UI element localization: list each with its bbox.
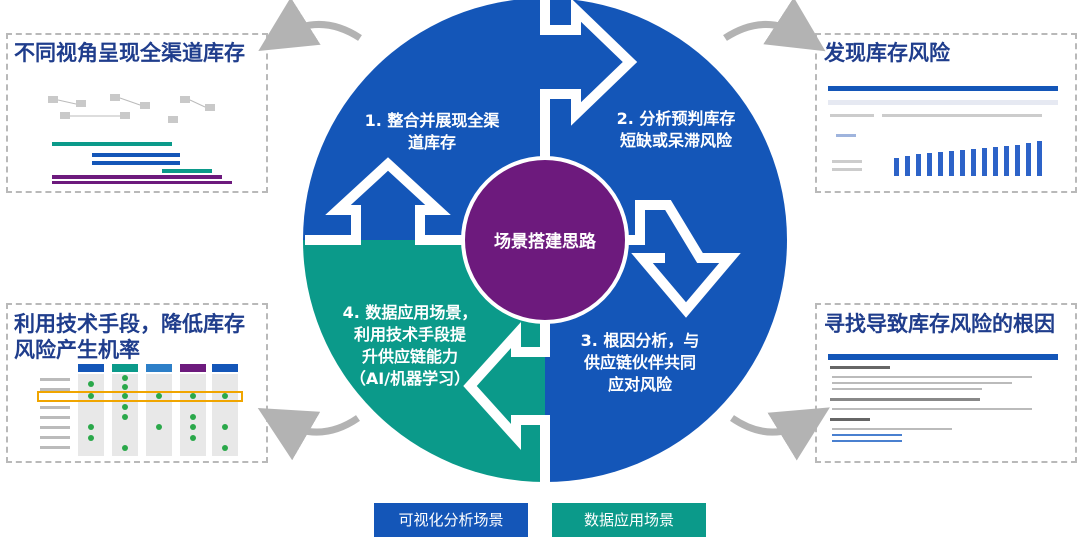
risk-dashboard-thumbnail <box>828 86 1068 186</box>
panel-title-top-right: 发现库存风险 <box>824 41 950 65</box>
ml-matrix-thumbnail <box>36 360 246 458</box>
panel-title-bottom-left-line2: 风险产生机率 <box>14 338 140 362</box>
quadrant-4-line-2: 利用技术手段提 <box>354 325 467 344</box>
divider-arrow-up <box>305 157 545 245</box>
connector-arrow-bottom-left <box>257 407 360 461</box>
quadrant-2-line-1: 2. 分析预判库存 <box>617 109 736 128</box>
center-circle <box>461 156 629 324</box>
quadrant-3-line-2: 供应链伙伴共同 <box>583 353 696 372</box>
quadrant-4-line-1: 4. 数据应用场景， <box>343 303 478 322</box>
divider-arrow-left <box>463 240 550 484</box>
quadrant-1-line-1: 1. 整合并展现全渠 <box>365 111 501 130</box>
center-label: 场景搭建思路 <box>494 231 597 252</box>
panel-top-left <box>6 33 268 193</box>
panel-title-bottom-left-line1: 利用技术手段，降低库存 <box>14 312 245 336</box>
quadrant-3-line-1: 3. 根因分析，与 <box>581 331 700 350</box>
quadrant-1-line-2: 道库存 <box>408 133 456 152</box>
divider-arrow-down <box>545 200 741 318</box>
quadrant-2-line-2: 短缺或呆滞风险 <box>620 131 733 150</box>
quadrant-4-line-3: 升供应链能力 <box>362 347 458 366</box>
quadrant-3-line-3: 应对风险 <box>608 375 673 394</box>
panel-title-top-left: 不同视角呈现全渠道库存 <box>14 41 245 65</box>
connector-arrow-top-left <box>258 0 362 51</box>
legend-visual-analysis: 可视化分析场景 <box>374 503 528 537</box>
legend-data-application: 数据应用场景 <box>552 503 706 537</box>
panel-top-right <box>815 33 1077 193</box>
connector-arrow-top-right <box>723 0 826 52</box>
connector-arrow-bottom-right <box>730 407 830 461</box>
quadrant-4-line-4: （AI/机器学习） <box>350 369 470 388</box>
panel-title-bottom-right: 寻找导致库存风险的根因 <box>824 312 1055 336</box>
channel-inventory-thumbnail <box>40 90 240 185</box>
root-cause-thumbnail <box>828 354 1068 454</box>
divider-arrow-right <box>540 0 638 240</box>
